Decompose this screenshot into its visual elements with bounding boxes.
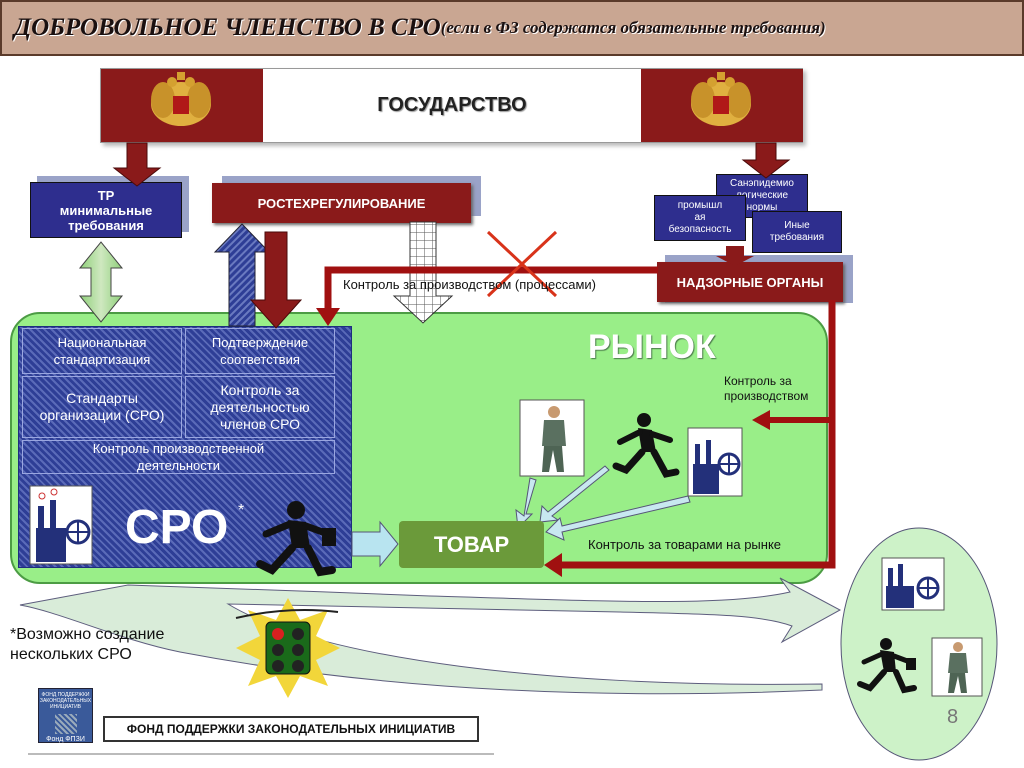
conformity-cell: Подтверждение соответствия — [185, 328, 335, 374]
down-arrow-state-right — [741, 142, 791, 179]
production-control-process-label: Контроль за производством (процессами) — [343, 277, 597, 292]
market-label: РЫНОК — [588, 328, 716, 366]
tr-minimal-requirements-box: ТР минимальные требования — [30, 182, 182, 238]
state-banner: ГОСУДАРСТВО — [100, 68, 803, 143]
industrial-safety-box: промышл ая безопасность — [654, 195, 746, 241]
traffic-light-icon — [235, 598, 340, 698]
supervisory-bodies-box: НАДЗОРНЫЕ ОРГАНЫ — [657, 262, 843, 302]
factory-globe-icon — [881, 557, 945, 611]
coat-of-arms-right — [641, 69, 803, 142]
businessman-phone-icon — [931, 637, 983, 697]
goods-box: ТОВАР — [399, 521, 544, 568]
up-arrow-conformity — [213, 223, 271, 327]
rostekhregulirovanie-box: РОСТЕХРЕГУЛИРОВАНИЕ — [212, 183, 471, 223]
fund-logo-text: ФОНД ПОДДЕРЖКИ ЗАКОНОДАТЕЛЬНЫХ ИНИЦИАТИВ — [39, 692, 92, 710]
sro-label: СРО — [125, 501, 229, 554]
other-requirements-box: Иные требования — [752, 211, 842, 253]
org-standards-cell: Стандарты организации (СРО) — [22, 376, 182, 438]
national-standardization-cell: Национальная стандартизация — [22, 328, 182, 374]
state-label: ГОСУДАРСТВО — [377, 94, 527, 116]
fund-logo-pattern — [54, 714, 77, 734]
page-subtitle: (если в ФЗ содержатся обязательные требо… — [440, 18, 826, 37]
page-title: ДОБРОВОЛЬНОЕ ЧЛЕНСТВО В СРО — [14, 14, 441, 41]
grid-down-arrow — [392, 221, 454, 324]
footnote: *Возможно создание нескольких СРО — [10, 626, 165, 663]
running-businessman-icon — [857, 638, 917, 694]
double-arrow-tr — [78, 241, 124, 323]
fund-banner: ФОНД ПОДДЕРЖКИ ЗАКОНОДАТЕЛЬНЫХ ИНИЦИАТИВ — [103, 716, 479, 742]
sro-asterisk: * — [238, 502, 245, 519]
goods-control-label: Контроль за товарами на рынке — [588, 537, 782, 552]
participants-circle — [840, 527, 998, 761]
market-production-control-label: Контроль за производством — [724, 374, 809, 403]
fund-logo: ФОНД ПОДДЕРЖКИ ЗАКОНОДАТЕЛЬНЫХ ИНИЦИАТИВ… — [38, 688, 93, 743]
page-number: 8 — [947, 706, 959, 728]
production-activity-cell: Контроль производственной деятельности — [22, 440, 335, 474]
coat-of-arms-left — [101, 69, 263, 142]
title-bar: ДОБРОВОЛЬНОЕ ЧЛЕНСТВО В СРО(если в ФЗ со… — [0, 0, 1024, 56]
fund-logo-caption: Фонд ФПЗИ — [46, 736, 85, 743]
member-control-cell: Контроль за деятельностью членов СРО — [185, 376, 335, 438]
